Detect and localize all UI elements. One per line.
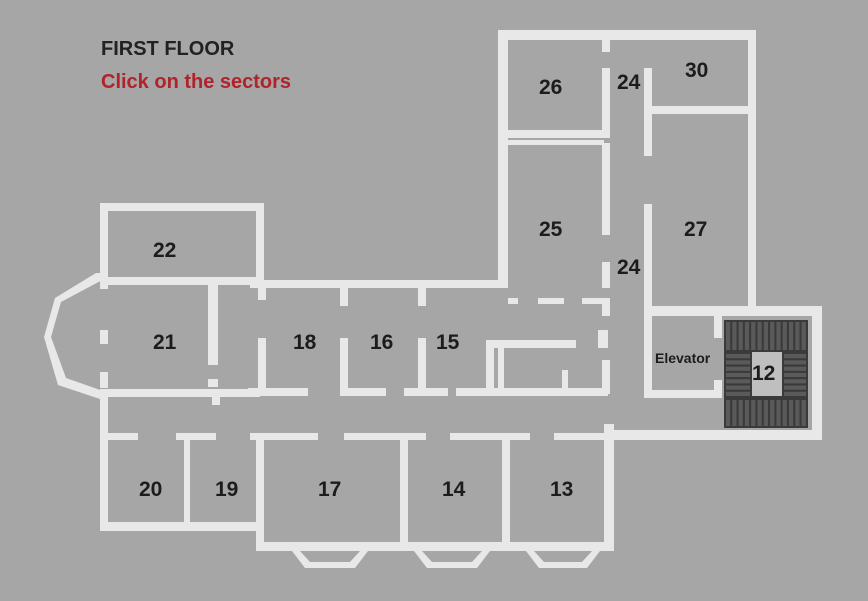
stair-step	[738, 400, 743, 426]
room-label-24-lower: 24	[617, 256, 641, 279]
stair-step	[732, 400, 737, 426]
room-label-13: 13	[550, 478, 573, 501]
stair-step	[738, 322, 743, 350]
room-label-21: 21	[153, 331, 177, 354]
room-label-30: 30	[685, 59, 708, 82]
stair-step	[726, 372, 750, 378]
stair-step	[751, 400, 756, 426]
stair-step	[784, 360, 806, 365]
stair-step	[763, 400, 768, 426]
stair-step	[726, 366, 750, 371]
floor-title: FIRST FLOOR	[101, 38, 235, 60]
stair-step	[726, 360, 750, 365]
room-label-19: 19	[215, 478, 238, 501]
room-labels: 22 21 18 16 15 20 19 17 14 13 26 24 30 2…	[139, 59, 775, 501]
stair-step	[726, 379, 750, 384]
stair-step	[770, 400, 775, 426]
room-label-26: 26	[539, 76, 562, 99]
room-label-17: 17	[318, 478, 341, 501]
staircase-12	[724, 320, 808, 428]
stair-step	[744, 322, 750, 350]
click-hint: Click on the sectors	[101, 71, 291, 93]
stair-step	[795, 322, 800, 350]
stair-step	[757, 322, 762, 350]
stair-step	[757, 400, 762, 426]
room-label-elevator: Elevator	[655, 350, 711, 366]
room-label-15: 15	[436, 331, 460, 354]
room-label-27: 27	[684, 218, 707, 241]
stair-step	[770, 322, 775, 350]
stair-step	[776, 400, 781, 426]
stair-step	[784, 354, 806, 359]
stair-step	[784, 379, 806, 384]
stair-step	[789, 400, 794, 426]
room-label-20: 20	[139, 478, 162, 501]
stair-step	[726, 391, 750, 396]
room-label-12: 12	[752, 362, 775, 385]
stair-step	[782, 400, 787, 426]
stair-step	[744, 400, 750, 426]
sector-27[interactable]	[654, 116, 748, 306]
stair-step	[795, 400, 800, 426]
room-label-25: 25	[539, 218, 563, 241]
sector-22[interactable]	[108, 210, 258, 277]
stair-step	[789, 322, 794, 350]
room-label-18: 18	[293, 331, 317, 354]
stair-step	[726, 385, 750, 390]
stair-step	[732, 322, 737, 350]
stair-step	[726, 322, 731, 350]
stair-step	[776, 322, 781, 350]
room-label-14: 14	[442, 478, 466, 501]
stair-step	[751, 322, 756, 350]
stair-step	[726, 400, 731, 426]
room-label-22: 22	[153, 239, 176, 262]
room-label-24-upper: 24	[617, 71, 641, 94]
stair-step	[801, 322, 806, 350]
stair-step	[784, 366, 806, 371]
stair-step	[784, 385, 806, 390]
stair-step	[782, 322, 787, 350]
stair-step	[784, 391, 806, 396]
stair-step	[784, 372, 806, 378]
stair-step	[763, 322, 768, 350]
stair-step	[726, 354, 750, 359]
room-label-16: 16	[370, 331, 393, 354]
sector-24-lower[interactable]	[610, 200, 646, 300]
stair-step	[801, 400, 806, 426]
walls	[44, 30, 822, 568]
